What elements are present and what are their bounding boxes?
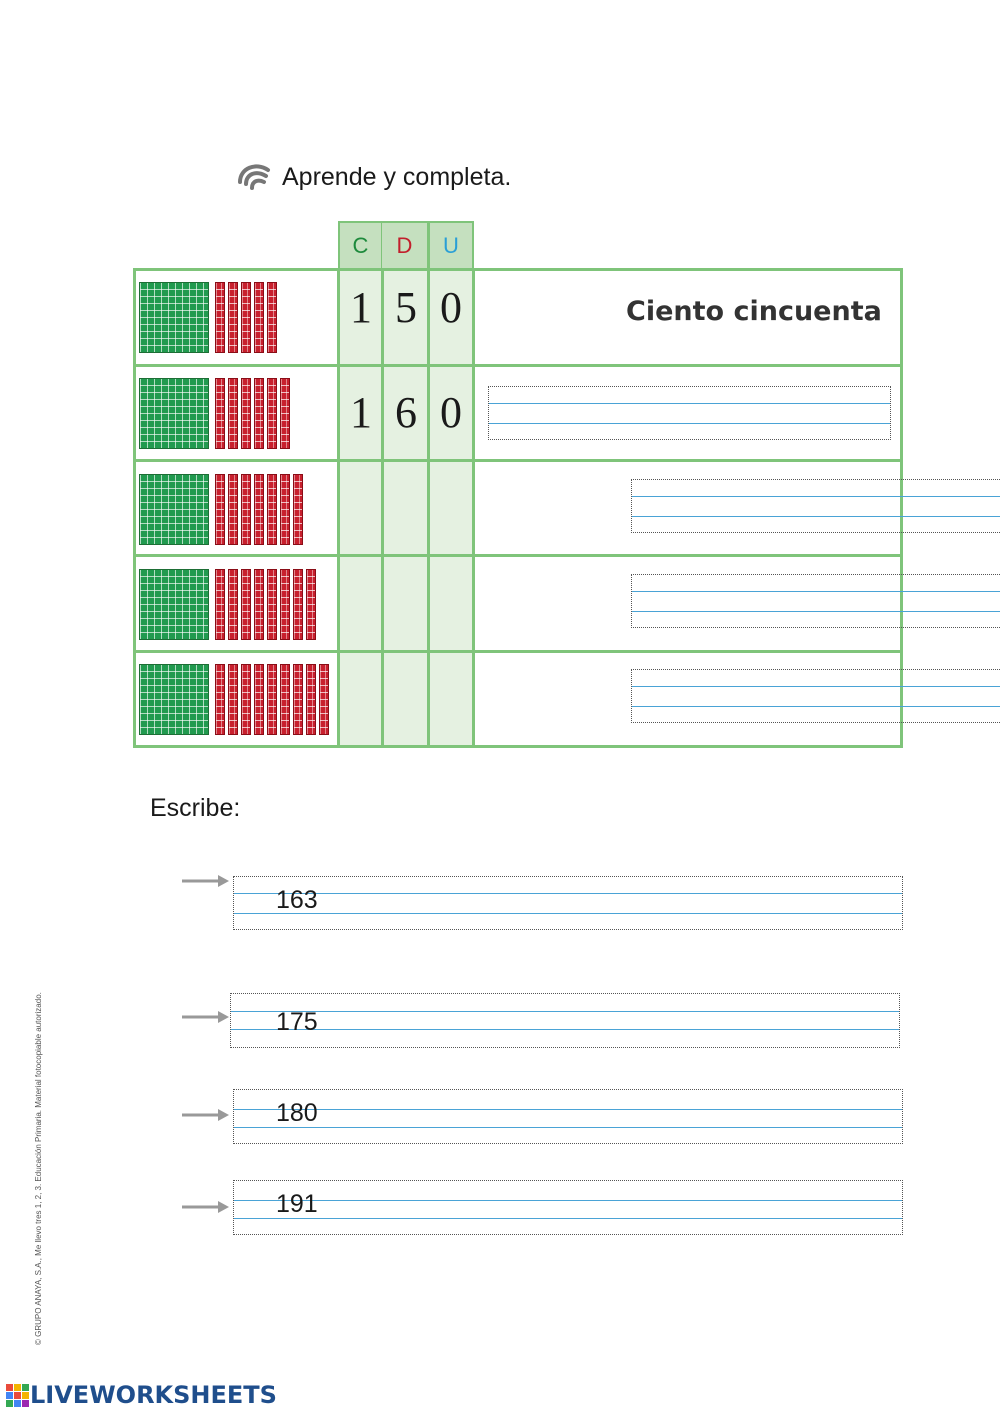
ten-bar: [228, 664, 238, 735]
ten-bar: [241, 569, 251, 640]
exercise-title: Escribe:: [150, 794, 241, 822]
input-tens[interactable]: [384, 653, 427, 745]
ten-bar: [267, 282, 277, 353]
ten-bar: [215, 664, 225, 735]
input-tens[interactable]: [384, 557, 427, 649]
input-tens[interactable]: [384, 462, 427, 554]
words-input-field[interactable]: [631, 574, 1000, 628]
ten-bar: [228, 474, 238, 545]
column-header-u: U: [428, 221, 474, 269]
ear-listen-icon: [238, 164, 270, 190]
hundred-block: [139, 569, 209, 640]
hundred-block: [139, 282, 209, 353]
column-header-c: C: [338, 221, 383, 269]
number-prompt: 191: [276, 1190, 318, 1218]
instruction-text: Aprende y completa.: [282, 163, 512, 191]
arrow-right-icon: [182, 1011, 229, 1023]
divider: [133, 364, 903, 367]
ten-bar: [306, 664, 316, 735]
ten-bar: [254, 378, 264, 449]
ten-bar: [293, 664, 303, 735]
cdu-columns-background: [338, 269, 474, 748]
input-hundreds[interactable]: [339, 557, 382, 649]
input-units[interactable]: [430, 557, 472, 649]
input-units[interactable]: [430, 653, 472, 745]
brand-name: LIVEWORKSHEETS: [30, 1381, 277, 1409]
ten-bar: [254, 282, 264, 353]
ten-bar: [280, 664, 290, 735]
number-prompt: 175: [276, 1008, 318, 1036]
input-hundreds[interactable]: [339, 462, 382, 554]
ten-bar: [241, 474, 251, 545]
copyright-note: © GRUPO ANAYA, S.A., Me llevo tres 1, 2,…: [34, 992, 43, 1345]
logo-grid-icon: [6, 1384, 29, 1407]
ten-bar: [319, 664, 329, 735]
column-header-d: D: [382, 221, 429, 269]
number-prompt: 180: [276, 1099, 318, 1127]
hundred-block: [139, 474, 209, 545]
words-input-field[interactable]: [631, 669, 1000, 723]
ten-bar: [241, 664, 251, 735]
ten-bar: [280, 378, 290, 449]
answer-input-field[interactable]: [233, 876, 903, 930]
divider: [133, 650, 903, 653]
divider: [381, 268, 384, 748]
digit-hundreds: 1: [350, 388, 372, 437]
ten-bar: [267, 474, 277, 545]
ten-bar: [254, 474, 264, 545]
ten-bar: [254, 569, 264, 640]
arrow-right-icon: [182, 1109, 229, 1121]
ten-bar: [215, 282, 225, 353]
place-value-table: [133, 268, 903, 748]
input-units[interactable]: [430, 462, 472, 554]
divider: [133, 459, 903, 462]
answer-input-field[interactable]: [233, 1180, 903, 1235]
digit-tens: 5: [395, 283, 417, 332]
divider: [133, 554, 903, 557]
number-prompt: 163: [276, 886, 318, 914]
ten-bar: [215, 569, 225, 640]
ten-bar: [215, 474, 225, 545]
digit-units: 0: [440, 283, 462, 332]
digit-tens: 6: [395, 388, 417, 437]
ten-bar: [306, 569, 316, 640]
ten-bar: [293, 474, 303, 545]
ten-bar: [228, 569, 238, 640]
divider: [472, 268, 475, 748]
ten-bar: [241, 378, 251, 449]
ten-bar: [293, 569, 303, 640]
hundred-block: [139, 378, 209, 449]
arrow-right-icon: [182, 1201, 229, 1213]
ten-bar: [267, 569, 277, 640]
ten-bar: [228, 378, 238, 449]
ten-bar: [280, 569, 290, 640]
ten-bar: [267, 378, 277, 449]
words-input-field[interactable]: [488, 386, 891, 440]
input-hundreds[interactable]: [339, 653, 382, 745]
number-in-words: Ciento cincuenta: [626, 296, 882, 327]
divider: [337, 268, 340, 748]
ten-bar: [280, 474, 290, 545]
ten-bar: [228, 282, 238, 353]
words-input-field[interactable]: [631, 479, 1000, 533]
ten-bar: [254, 664, 264, 735]
hundred-block: [139, 664, 209, 735]
arrow-right-icon: [182, 875, 229, 887]
ten-bar: [241, 282, 251, 353]
brand-logo: LIVEWORKSHEETS: [6, 1380, 277, 1410]
digit-units: 0: [440, 388, 462, 437]
digit-hundreds: 1: [350, 283, 372, 332]
answer-input-field[interactable]: [233, 1089, 903, 1144]
ten-bar: [267, 664, 277, 735]
ten-bar: [215, 378, 225, 449]
answer-input-field[interactable]: [230, 993, 900, 1048]
divider: [427, 268, 430, 748]
